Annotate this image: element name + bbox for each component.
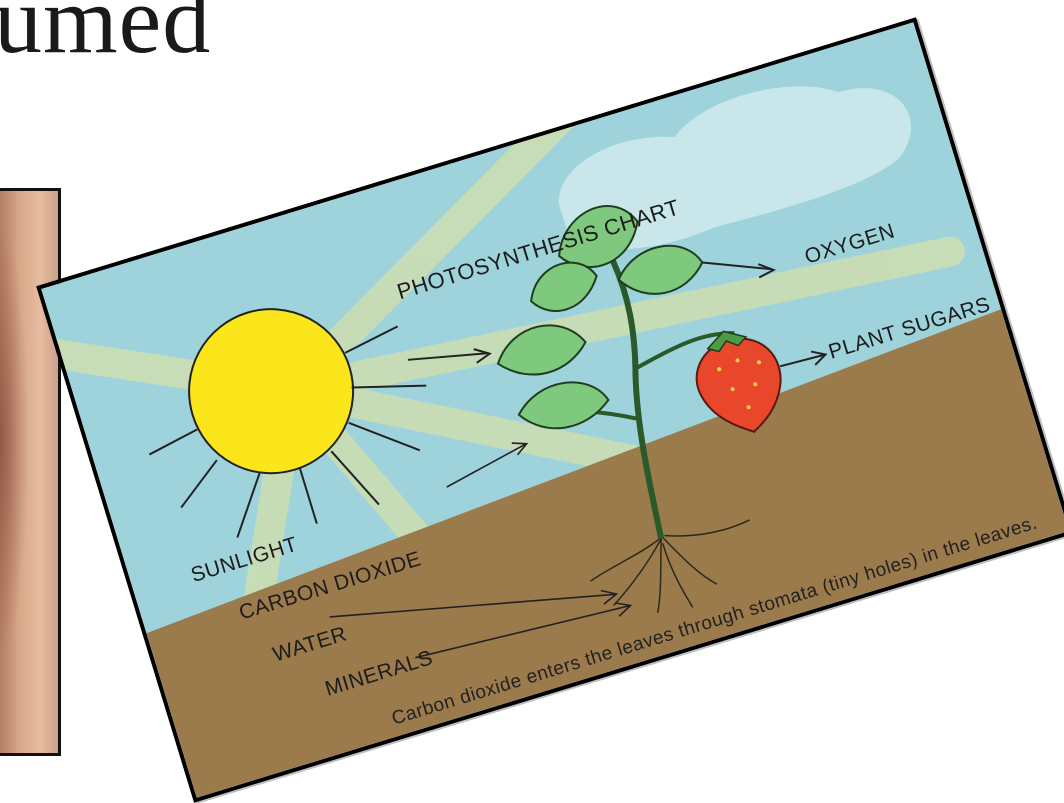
diagram-canvas: PHOTOSYNTHESIS CHART OXYGEN PLANT SUGARS… (41, 22, 1064, 797)
photosynthesis-diagram: PHOTOSYNTHESIS CHART OXYGEN PLANT SUGARS… (36, 17, 1064, 802)
side-photo-shading (0, 230, 30, 650)
slide-heading: umed (0, 0, 211, 68)
